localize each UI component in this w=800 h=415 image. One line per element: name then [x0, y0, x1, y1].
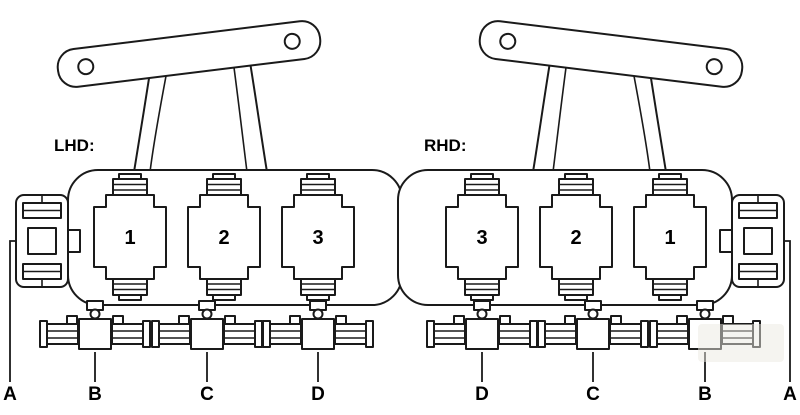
- rhd-label-d: D: [475, 384, 489, 405]
- lhd-assembly: [10, 19, 402, 382]
- rhd-label-b: B: [698, 384, 712, 405]
- lhd-title: LHD:: [54, 136, 95, 155]
- rhd-label-a: A: [783, 384, 797, 405]
- watermark-smudge: [698, 324, 784, 362]
- lhd-label-b: B: [88, 384, 102, 405]
- lhd-label-a: A: [3, 384, 17, 405]
- rhd-label-c: C: [586, 384, 600, 405]
- rhd-relay-number-2: 2: [570, 227, 581, 249]
- lhd-label-d: D: [311, 384, 325, 405]
- lhd-label-c: C: [200, 384, 214, 405]
- rhd-relay-number-3: 3: [476, 227, 487, 249]
- lhd-relay-number-1: 1: [124, 227, 135, 249]
- lhd-relay-number-2: 2: [218, 227, 229, 249]
- lhd-relay-number-3: 3: [312, 227, 323, 249]
- rhd-relay-number-1: 1: [664, 227, 675, 249]
- rhd-title: RHD:: [424, 136, 467, 155]
